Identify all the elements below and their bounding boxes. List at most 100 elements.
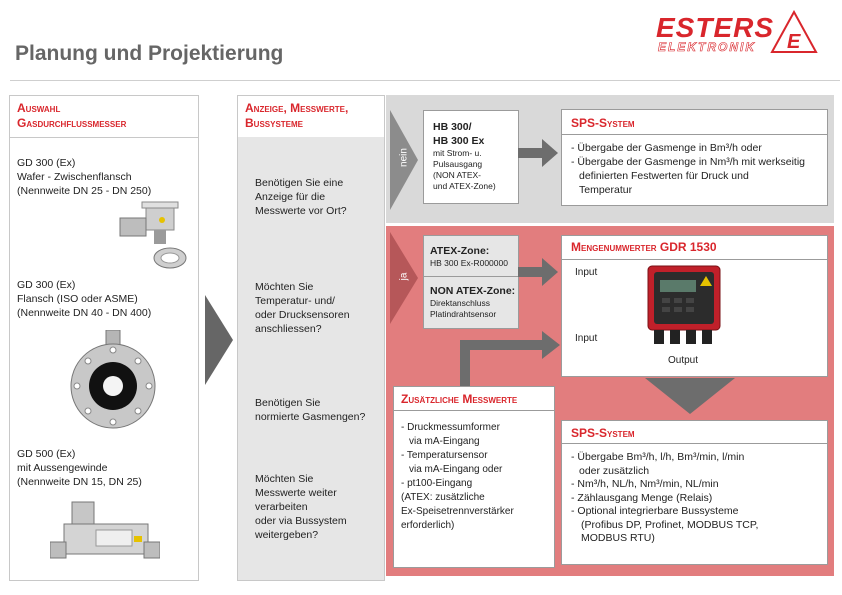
atex-title: ATEX-Zone: [430,245,490,257]
gdr-output: Output [668,355,699,366]
zus-line: erforderlich) [401,520,455,531]
question-line: verarbeiten [255,501,308,513]
question-line: Möchten Sie [255,281,314,293]
gdr-input-2: Input [575,333,598,344]
zus-list: - Druckmessumformer via mA-Eingang - Tem… [401,421,514,533]
non-atex-content: NON ATEX-Zone: Direktanschluss Platindra… [430,284,515,320]
sps1-line: - Übergabe der Gasmenge in Nm³/h mit wer… [571,156,806,168]
product-type: mit Aussengewinde [17,462,108,474]
arrow-right-icon [518,258,558,286]
flow-arrow-icon [205,295,233,385]
question-line: Benötigen Sie eine [255,177,344,189]
logo-subtext: ELEKTRONIK [658,40,756,55]
sps2-list: - Übergabe Bm³/h, l/h, Bm³/min, l/min od… [571,451,758,546]
sps1-divider [561,134,828,135]
arrow-down-icon [645,378,735,414]
hb300-desc: Pulsausgang [433,159,483,169]
product-size: (Nennweite DN 25 - DN 250) [17,185,152,197]
sps2-line: (Profibus DP, Profinet, MODBUS TCP, [581,518,759,531]
gdr-device-image [647,265,721,344]
atex-sensor: HB 300 Ex-R000000 [430,258,508,268]
questions-column-body [238,137,384,580]
sps-system-box-1 [561,109,828,206]
question-line: Möchten Sie [255,473,314,485]
zus-line: via mA-Eingang oder [409,464,503,475]
question-display: Benötigen Sie eine Anzeige für die Messw… [255,176,347,218]
zus-title: Zusätzliche Messwerte [401,392,518,406]
col2-header: Anzeige, Messwerte, Bussysteme [245,101,348,131]
hb300-box [423,110,519,204]
atex-box [423,235,519,329]
product-name: GD 500 (Ex) [17,448,76,460]
product-size: (Nennweite DN 40 - DN 400) [17,307,152,319]
hb300-desc: mit Strom- u. [433,148,482,158]
col2-header-line2: Bussysteme [245,116,304,130]
product-type: Flansch (ISO oder ASME) [17,293,138,305]
question-line: weitergeben? [255,529,319,541]
zus-line: (ATEX: zusätzliche [401,492,485,503]
logo-letter: E [787,31,801,53]
question-sensors: Möchten Sie Temperatur- und/ oder Drucks… [255,280,350,336]
product-size: (Nennweite DN 15, DN 25) [17,476,142,488]
col2-header-line1: Anzeige, Messwerte, [245,101,349,115]
sps2-divider [561,443,828,444]
title-divider [10,80,840,81]
sps1-line: - Übergabe der Gasmenge in Bm³/h oder [571,142,762,154]
page-title: Planung und Projektierung [15,42,284,65]
zus-line: - pt100-Eingang [401,478,473,489]
zus-line: - Temperatursensor [401,450,488,461]
gdr-input-1: Input [575,267,598,278]
question-line: oder via Bussystem [255,515,347,527]
sps2-line: - Zählausgang Menge (Relais) [571,491,713,504]
atex-content: ATEX-Zone: HB 300 Ex-R000000 [430,244,508,269]
gdr-title: Mengenumwerter GDR 1530 [571,240,717,254]
col1-header-line2: Gasdurchflussmesser [17,116,127,130]
non-atex-desc: Platindrahtsensor [430,309,497,319]
product-gd300-flange: GD 300 (Ex) Flansch (ISO oder ASME) (Nen… [17,278,151,320]
ja-chevron-icon [390,232,418,324]
question-line: oder Drucksensoren [255,309,350,321]
question-line: normierte Gasmengen? [255,411,366,423]
col1-header-line1: Auswahl [17,101,61,115]
zus-line: Ex-Speisetrennverstärker [401,506,514,517]
col1-header: Auswahl Gasdurchflussmesser [17,101,126,131]
question-line: anschliessen? [255,323,322,335]
gd500-image [50,501,160,559]
col1-divider [10,137,198,138]
question-line: Anzeige für die [255,191,326,203]
sps2-line: - Übergabe Bm³/h, l/h, Bm³/min, l/min [571,451,745,463]
product-type: Wafer - Zwischenflansch [17,171,132,183]
question-processing: Möchten Sie Messwerte weiter verarbeiten… [255,472,347,542]
hb300-content: HB 300/ HB 300 Ex mit Strom- u. Pulsausg… [433,120,496,192]
nein-chevron-icon [390,110,418,210]
sps2-title: SPS-System [571,426,635,440]
product-gd500: GD 500 (Ex) mit Aussengewinde (Nennweite… [17,447,142,489]
sps2-line: MODBUS RTU) [581,532,655,544]
question-line: Benötigen Sie [255,397,321,409]
nein-label: nein [398,148,410,167]
question-line: Messwerte weiter [255,487,337,499]
sps1-line: Temperatur [579,184,633,196]
sps1-title: SPS-System [571,116,635,130]
gdr-divider [561,259,828,260]
atex-divider [424,276,518,277]
zus-divider [393,410,555,411]
hb300-desc: (NON ATEX- [433,170,482,180]
sps2-line: - Nm³/h, NL/h, Nm³/min, NL/min [571,478,719,490]
hb300-title-line1: HB 300/ [433,121,472,133]
logo-triangle-icon: E [770,10,818,53]
logo-text: ESTERS [656,12,775,43]
hb300-desc: und ATEX-Zone) [433,181,496,191]
zus-line: - Druckmessumformer [401,422,500,433]
product-name: GD 300 (Ex) [17,279,76,291]
hb300-title-line2: HB 300 Ex [433,135,485,147]
gd300-wafer-image [119,201,187,269]
additional-values-box [393,386,555,568]
arrow-elbow-icon [460,331,560,388]
sps1-list: - Übergabe der Gasmenge in Bm³/h oder - … [571,141,805,197]
question-line: Temperatur- und/ [255,295,335,307]
sps1-line: definierten Festwerten für Druck und [579,170,749,182]
non-atex-title: NON ATEX-Zone: [430,285,516,297]
product-gd300-wafer: GD 300 (Ex) Wafer - Zwischenflansch (Nen… [17,156,151,198]
sps2-line: - Optional integrierbare Bussysteme [571,505,739,517]
